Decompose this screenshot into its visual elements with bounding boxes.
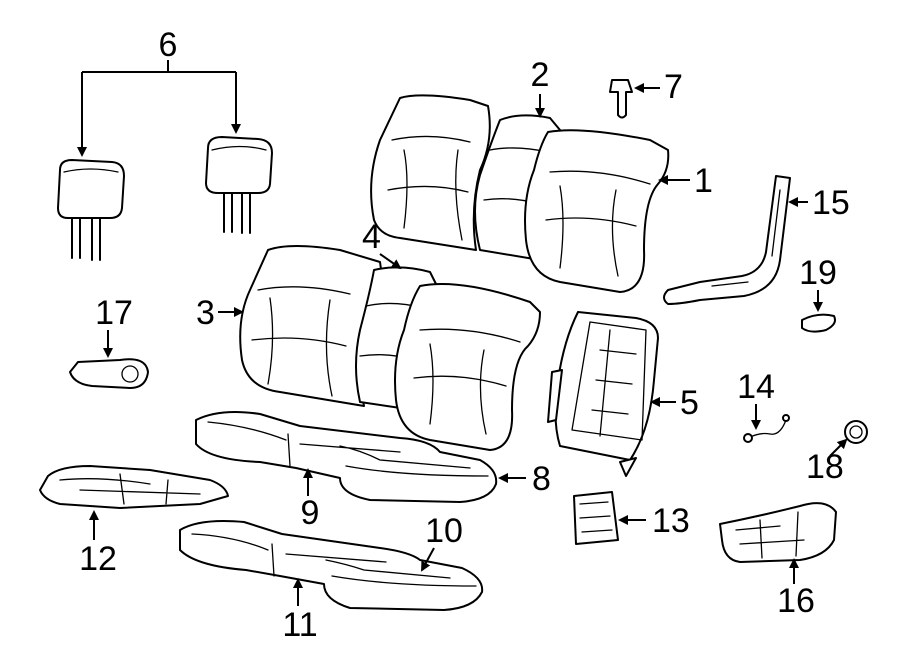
callout-18-label: 18 [806, 448, 844, 486]
seat-back-frame [547, 311, 659, 477]
callout-16-label: 16 [777, 582, 815, 620]
callout-16: 16 [777, 558, 815, 620]
callout-8: 8 [498, 460, 551, 498]
recliner-handle [663, 175, 791, 305]
wire-harness [743, 414, 790, 443]
callout-1: 1 [658, 162, 713, 200]
callout-4: 4 [362, 218, 402, 270]
callout-17-label: 17 [95, 294, 133, 332]
callout-5-label: 5 [680, 384, 699, 422]
callout-6: 6 [82, 26, 241, 155]
lower-seat-cushion-assembly [179, 520, 484, 611]
callout-17: 17 [95, 294, 133, 358]
callout-13: 13 [618, 502, 690, 540]
recliner-bracket [573, 491, 619, 545]
upper-seat-back-assembly [370, 94, 670, 293]
callout-10: 10 [421, 512, 463, 572]
callout-7: 7 [634, 68, 683, 106]
callout-14: 14 [737, 368, 775, 430]
callout-11: 11 [282, 578, 318, 644]
callout-19: 19 [799, 254, 837, 312]
callout-19-label: 19 [799, 254, 837, 292]
callout-15: 15 [788, 184, 850, 222]
callout-10-label: 10 [425, 512, 463, 550]
clip-part [609, 79, 633, 119]
headrest-right [205, 136, 273, 234]
callout-11-label: 11 [282, 606, 317, 644]
callout-2: 2 [531, 56, 550, 118]
callout-12-label: 12 [79, 540, 117, 578]
callout-5: 5 [650, 384, 699, 422]
callout-6-label: 6 [159, 26, 178, 64]
callout-13-label: 13 [652, 502, 690, 540]
callout-9: 9 [301, 468, 320, 532]
headrest-left [57, 159, 125, 261]
callout-14-label: 14 [737, 368, 775, 406]
callout-3-label: 3 [196, 294, 215, 332]
callout-18: 18 [806, 438, 848, 486]
callout-12: 12 [79, 510, 117, 578]
callout-3: 3 [196, 294, 244, 332]
lower-seat-back-assembly [239, 245, 541, 451]
callout-7-label: 7 [664, 68, 683, 106]
callout-1-label: 1 [694, 162, 713, 200]
upper-seat-cushion-assembly [195, 411, 498, 503]
callout-15-label: 15 [812, 184, 850, 222]
callout-8-label: 8 [532, 460, 551, 498]
knob [844, 420, 868, 444]
cushion-frame-pan [39, 465, 229, 509]
callout-4-label: 4 [362, 218, 381, 256]
cap [801, 313, 836, 333]
side-shield [719, 502, 837, 563]
callout-2-label: 2 [531, 56, 550, 94]
callout-9-label: 9 [301, 494, 320, 532]
adjust-handle [69, 358, 149, 389]
